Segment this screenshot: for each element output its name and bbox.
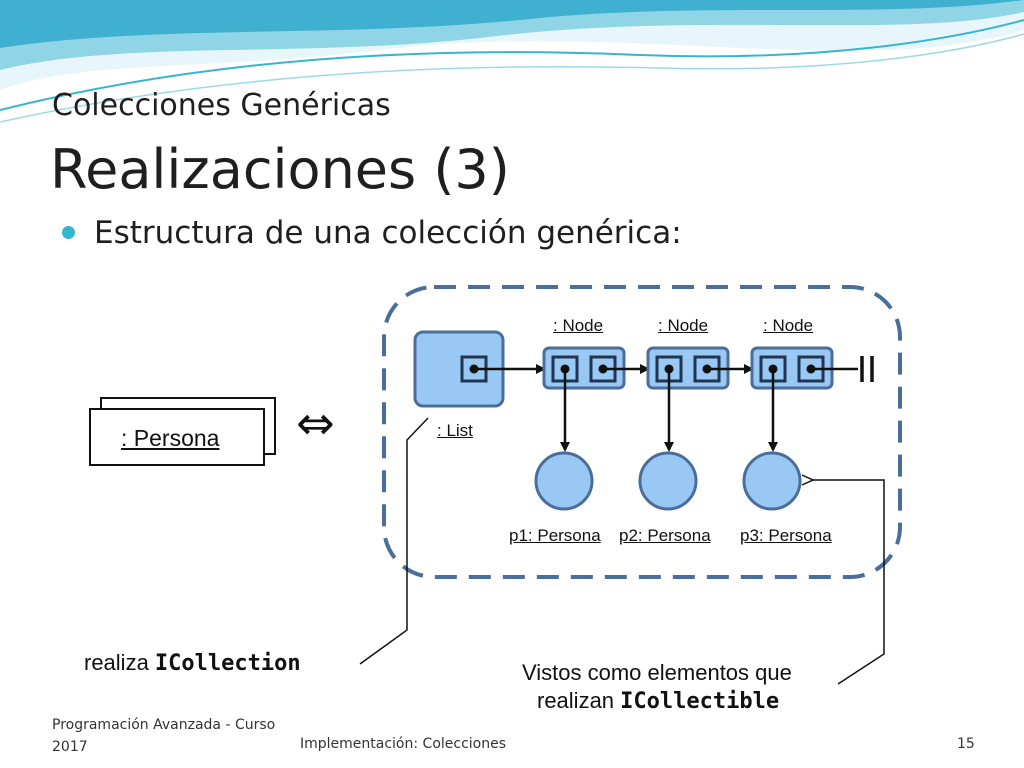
- vistos-annotation-line: [812, 480, 885, 685]
- realiza-annotation-line: [359, 417, 429, 665]
- node-2-label: : Node: [658, 316, 709, 335]
- persona-p1: [534, 451, 594, 511]
- equivalence-icon: ⇔: [296, 396, 335, 450]
- vistos-note-line1: Vistos como elementos que: [522, 660, 792, 685]
- footer-page-number: 15: [957, 736, 975, 752]
- realiza-note: realiza ICollection: [84, 650, 301, 676]
- vistos-prefix: realizan: [537, 688, 621, 713]
- collection-boundary: [382, 285, 902, 579]
- realiza-interface: ICollection: [154, 651, 301, 676]
- list-pointer-dot: [469, 364, 479, 374]
- persona-p3: [742, 451, 802, 511]
- persona-box-front: : Persona: [89, 408, 265, 466]
- footer-course: Programación Avanzada - Curso 2017: [52, 717, 276, 755]
- persona-p1-label: p1: Persona: [509, 526, 601, 545]
- vistos-note-line2: realizan ICollectible: [537, 688, 779, 714]
- bullet-text: Estructura de una colección genérica:: [94, 215, 682, 251]
- generic-persona-label: : Persona: [121, 425, 220, 451]
- node-2-next-dot: [702, 364, 712, 374]
- footer-topic: Implementación: Colecciones: [300, 736, 507, 752]
- vistos-interface: ICollectible: [620, 689, 780, 714]
- slide-subtitle: Colecciones Genéricas: [52, 88, 391, 123]
- header-wave-decoration: [0, 0, 1024, 123]
- node-3-label: : Node: [763, 316, 814, 335]
- node-1-label: : Node: [553, 316, 604, 335]
- node-1-next-dot: [598, 364, 608, 374]
- realiza-prefix: realiza: [84, 650, 155, 675]
- node-3-next-dot: [806, 364, 816, 374]
- persona-p3-label: p3: Persona: [740, 526, 832, 545]
- slide-title: Realizaciones (3): [50, 138, 510, 201]
- list-label: : List: [437, 421, 473, 440]
- bullet-icon: [62, 226, 75, 239]
- persona-p2-label: p2: Persona: [619, 526, 711, 545]
- persona-p2: [638, 451, 698, 511]
